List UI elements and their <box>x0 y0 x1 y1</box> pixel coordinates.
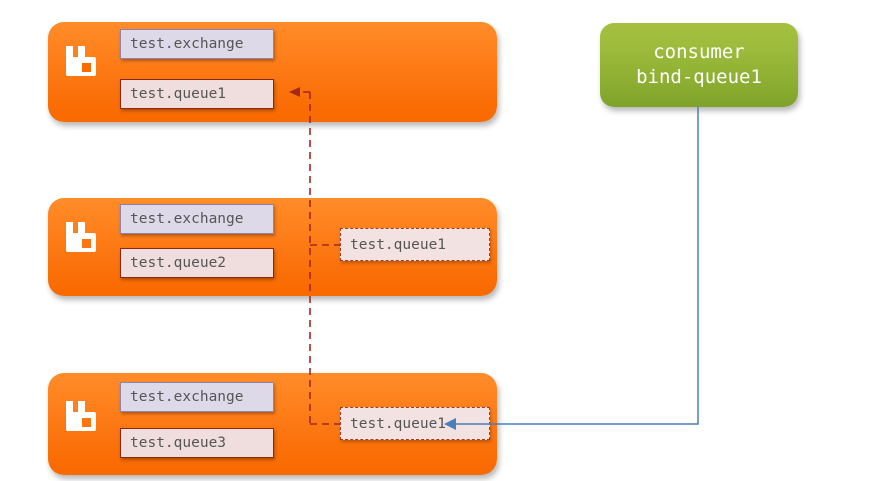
queue-box-2[interactable]: test.queue2 <box>120 248 274 278</box>
queue-label: test.queue2 <box>130 255 227 271</box>
exchange-label: test.exchange <box>130 36 244 52</box>
ghost-queue-label: test.queue1 <box>350 415 447 432</box>
ghost-queue-box-3[interactable]: test.queue1 <box>340 407 490 440</box>
exchange-label: test.exchange <box>130 389 244 405</box>
ghost-queue-box-2[interactable]: test.queue1 <box>340 228 490 261</box>
broker-node-2[interactable]: test.exchange test.queue2 test.queue1 <box>48 198 497 296</box>
ghost-queue-label: test.queue1 <box>350 236 447 253</box>
exchange-box-1[interactable]: test.exchange <box>120 29 274 59</box>
broker-node-1[interactable]: test.exchange test.queue1 <box>48 22 497 122</box>
queue-label: test.queue1 <box>130 86 227 102</box>
exchange-box-3[interactable]: test.exchange <box>120 382 274 412</box>
consumer-line-2: bind-queue1 <box>636 66 762 88</box>
queue-box-1[interactable]: test.queue1 <box>120 79 274 109</box>
rabbitmq-logo-icon <box>62 220 96 254</box>
rabbitmq-logo-icon <box>62 399 96 433</box>
exchange-label: test.exchange <box>130 211 244 227</box>
broker-node-3[interactable]: test.exchange test.queue3 test.queue1 <box>48 373 497 475</box>
consumer-node[interactable]: consumer bind-queue1 <box>600 23 798 107</box>
rabbitmq-logo-icon <box>62 44 96 78</box>
queue-box-3[interactable]: test.queue3 <box>120 428 274 458</box>
exchange-box-2[interactable]: test.exchange <box>120 204 274 234</box>
consumer-line-1: consumer <box>653 40 745 63</box>
queue-label: test.queue3 <box>130 435 227 451</box>
